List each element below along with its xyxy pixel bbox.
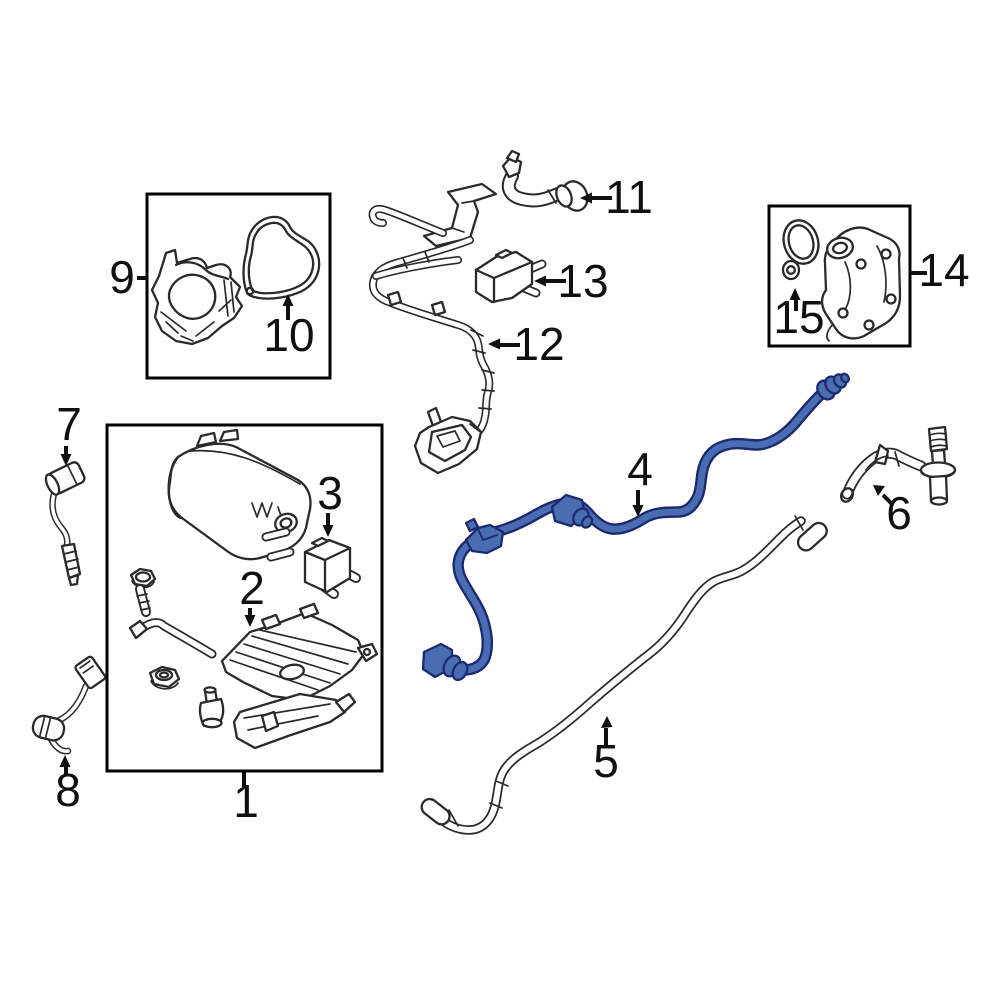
callout-6[interactable]: 6 xyxy=(873,485,912,539)
callout-label-11[interactable]: 11 xyxy=(605,171,653,223)
part-14-vacuum-pump[interactable] xyxy=(820,226,902,342)
callout-label-12[interactable]: 12 xyxy=(513,318,564,370)
callout-14[interactable]: 14 xyxy=(911,244,970,296)
part-9-bracket[interactable] xyxy=(150,248,244,346)
callout-7[interactable]: 7 xyxy=(56,398,82,466)
part-3-purge-valve[interactable] xyxy=(303,536,361,599)
callout-10[interactable]: 10 xyxy=(263,294,315,361)
bolt xyxy=(129,567,157,617)
part-5-tube[interactable] xyxy=(418,515,830,835)
part-15-seal[interactable] xyxy=(779,216,824,281)
callout-label-4[interactable]: 4 xyxy=(627,443,653,495)
part-2-bracket[interactable] xyxy=(128,602,379,750)
callout-12[interactable]: 12 xyxy=(488,318,565,370)
callout-15[interactable]: 15 xyxy=(773,288,825,343)
flange-nut xyxy=(148,665,181,690)
part-7-sensor[interactable] xyxy=(43,461,86,587)
callout-1[interactable]: 1 xyxy=(233,772,259,827)
callout-label-14[interactable]: 14 xyxy=(918,244,969,296)
callout-11[interactable]: 11 xyxy=(580,171,653,223)
group-box-9-10 xyxy=(145,192,332,380)
part-12-tube-assembly[interactable] xyxy=(368,182,498,475)
callout-label-7[interactable]: 7 xyxy=(56,398,82,450)
callout-13[interactable]: 13 xyxy=(534,255,609,307)
part-6-connector-hose[interactable] xyxy=(839,425,957,506)
group-box-1 xyxy=(105,423,384,773)
callout-8[interactable]: 8 xyxy=(55,755,81,816)
callout-label-9[interactable]: 9 xyxy=(109,251,135,303)
part-4-tube-highlighted[interactable] xyxy=(421,372,851,682)
callout-3[interactable]: 3 xyxy=(317,467,343,537)
part-13-valve[interactable] xyxy=(474,248,547,304)
part-11-hose[interactable] xyxy=(501,149,592,214)
callout-2[interactable]: 2 xyxy=(239,562,265,627)
part-1-canister-assembly[interactable] xyxy=(128,428,379,750)
part-8-sensor-pigtail[interactable] xyxy=(31,655,107,755)
callout-label-6[interactable]: 6 xyxy=(886,487,912,539)
callout-9[interactable]: 9 xyxy=(109,251,147,303)
arrow-6 xyxy=(881,493,895,507)
part-10-gasket[interactable] xyxy=(242,215,321,300)
callout-label-3[interactable]: 3 xyxy=(317,467,343,519)
callout-label-2[interactable]: 2 xyxy=(239,562,265,614)
group-box-14-15 xyxy=(767,204,912,348)
callout-5[interactable]: 5 xyxy=(593,716,619,787)
stud xyxy=(198,686,225,729)
callout-4[interactable]: 4 xyxy=(627,443,653,517)
